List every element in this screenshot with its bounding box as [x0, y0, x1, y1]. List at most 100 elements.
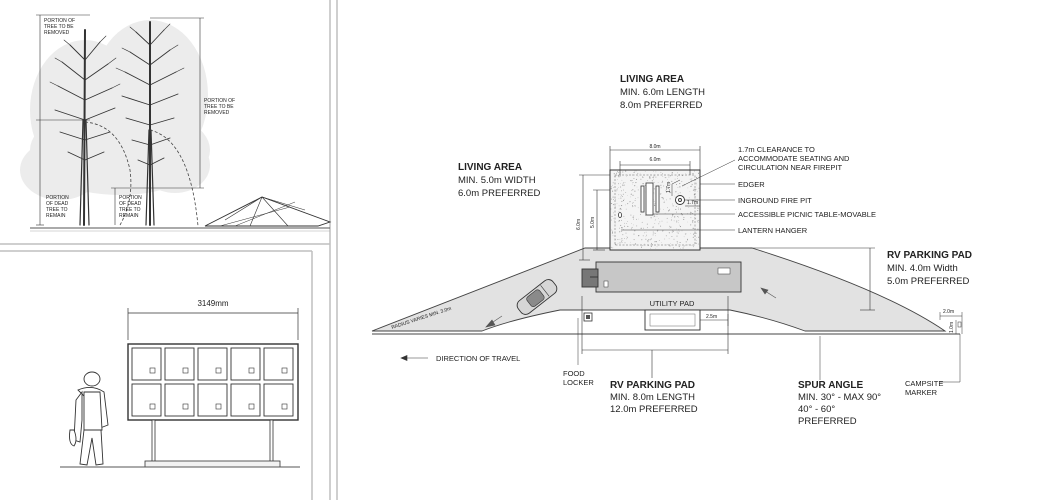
stipple-dot [695, 182, 697, 184]
stipple-dot [618, 176, 620, 178]
stipple-dot [611, 219, 612, 221]
svg-text:PREFERRED: PREFERRED [798, 416, 857, 427]
stipple-dot [615, 190, 617, 192]
stipple-dot [625, 232, 627, 234]
stipple-dot [668, 210, 670, 212]
stipple-dot [696, 184, 698, 186]
stipple-dot [660, 225, 662, 227]
locker-latch [248, 367, 255, 374]
svg-text:CIRCULATION NEAR FIREPIT: CIRCULATION NEAR FIREPIT [738, 163, 842, 172]
stipple-dot [630, 179, 631, 181]
stipple-dot [655, 235, 657, 237]
stipple-dot [626, 238, 627, 240]
site-plan: 1.7m 1.7m UTILITY PAD 2.5m [371, 74, 972, 427]
food-locker-panel: 3149mm [60, 299, 300, 468]
stipple-dot [612, 190, 614, 192]
stipple-dot [665, 177, 667, 179]
stipple-dot [669, 175, 671, 177]
stipple-dot [649, 176, 651, 178]
stipple-dot [656, 230, 658, 232]
stipple-dot [686, 205, 688, 206]
svg-text:REMAIN: REMAIN [119, 213, 139, 219]
stipple-dot [665, 188, 667, 191]
stipple-dot [627, 203, 629, 205]
stipple-dot [688, 207, 690, 209]
stipple-dot [610, 208, 612, 210]
stipple-dot [678, 222, 679, 224]
locker-door [230, 347, 261, 381]
stipple-dot [666, 221, 668, 223]
stipple-dot [668, 209, 670, 210]
label-portion-removed-right: PORTION OF TREE TO BE REMOVED [204, 98, 235, 116]
stipple-dot [674, 178, 676, 180]
svg-text:MIN. 5.0m WIDTH: MIN. 5.0m WIDTH [458, 175, 536, 186]
svg-text:PORTION: PORTION [119, 195, 142, 201]
stipple-dot [637, 207, 639, 209]
stipple-dot [695, 205, 696, 206]
stipple-dot [644, 243, 646, 245]
panel-borders [0, 0, 338, 500]
stipple-dot [675, 211, 677, 213]
stipple-dot [617, 239, 619, 241]
stipple-dot [675, 191, 677, 193]
stipple-dot [655, 171, 657, 173]
person-figure [69, 371, 109, 466]
stipple-dot [689, 191, 691, 192]
stipple-dot [668, 181, 669, 182]
stipple-dot [683, 183, 685, 185]
stipple-dot [633, 224, 634, 226]
stipple-dot [674, 195, 676, 197]
stipple-dot [652, 231, 654, 233]
stipple-dot [683, 236, 685, 238]
stipple-dot [623, 182, 625, 183]
stipple-dot [654, 218, 656, 220]
stipple-dot [657, 181, 659, 183]
stipple-dot [632, 244, 633, 245]
stipple-dot [632, 216, 634, 218]
stipple-dot [611, 219, 612, 220]
stipple-dot [669, 198, 671, 200]
stipple-dot [636, 218, 637, 220]
stipple-dot [697, 236, 700, 238]
dim-8-0m: 8.0m [649, 144, 660, 150]
svg-text:MIN. 6.0m LENGTH: MIN. 6.0m LENGTH [620, 87, 705, 98]
stipple-dot [655, 241, 657, 243]
stipple-dot [632, 205, 633, 207]
stipple-dot [612, 187, 614, 188]
stipple-dot [618, 205, 620, 207]
stipple-dot [646, 223, 648, 225]
stipple-dot [659, 193, 661, 195]
stipple-dot [622, 234, 624, 236]
stipple-dot [690, 233, 692, 234]
living-area [609, 169, 701, 251]
stipple-dot [694, 170, 695, 172]
stipple-dot [672, 215, 673, 217]
stipple-dot [637, 175, 639, 177]
stipple-dot [691, 185, 692, 187]
stipple-dot [679, 241, 681, 243]
stipple-dot [670, 243, 671, 244]
stipple-dot [610, 186, 612, 188]
stipple-dot [653, 178, 655, 180]
stipple-dot [633, 171, 635, 174]
stipple-dot [663, 201, 665, 203]
stipple-dot [640, 246, 643, 248]
locker-latch [149, 367, 156, 374]
stipple-dot [655, 247, 657, 249]
stipple-dot [668, 176, 670, 178]
stipple-dot [691, 212, 693, 214]
stipple-dot [652, 232, 654, 234]
svg-text:TREE TO BE: TREE TO BE [44, 24, 74, 30]
stipple-dot [652, 234, 654, 236]
stipple-dot [633, 233, 635, 235]
stipple-dot [620, 197, 622, 199]
stipple-dot [654, 203, 656, 205]
stipple-dot [626, 236, 628, 238]
stipple-dot [679, 175, 680, 177]
stipple-dot [621, 200, 623, 202]
svg-text:TREE TO BE: TREE TO BE [204, 104, 234, 110]
stipple-dot [613, 218, 614, 219]
stipple-dot [619, 231, 621, 233]
stipple-dot [612, 235, 614, 237]
svg-text:REMOVED: REMOVED [204, 110, 230, 116]
